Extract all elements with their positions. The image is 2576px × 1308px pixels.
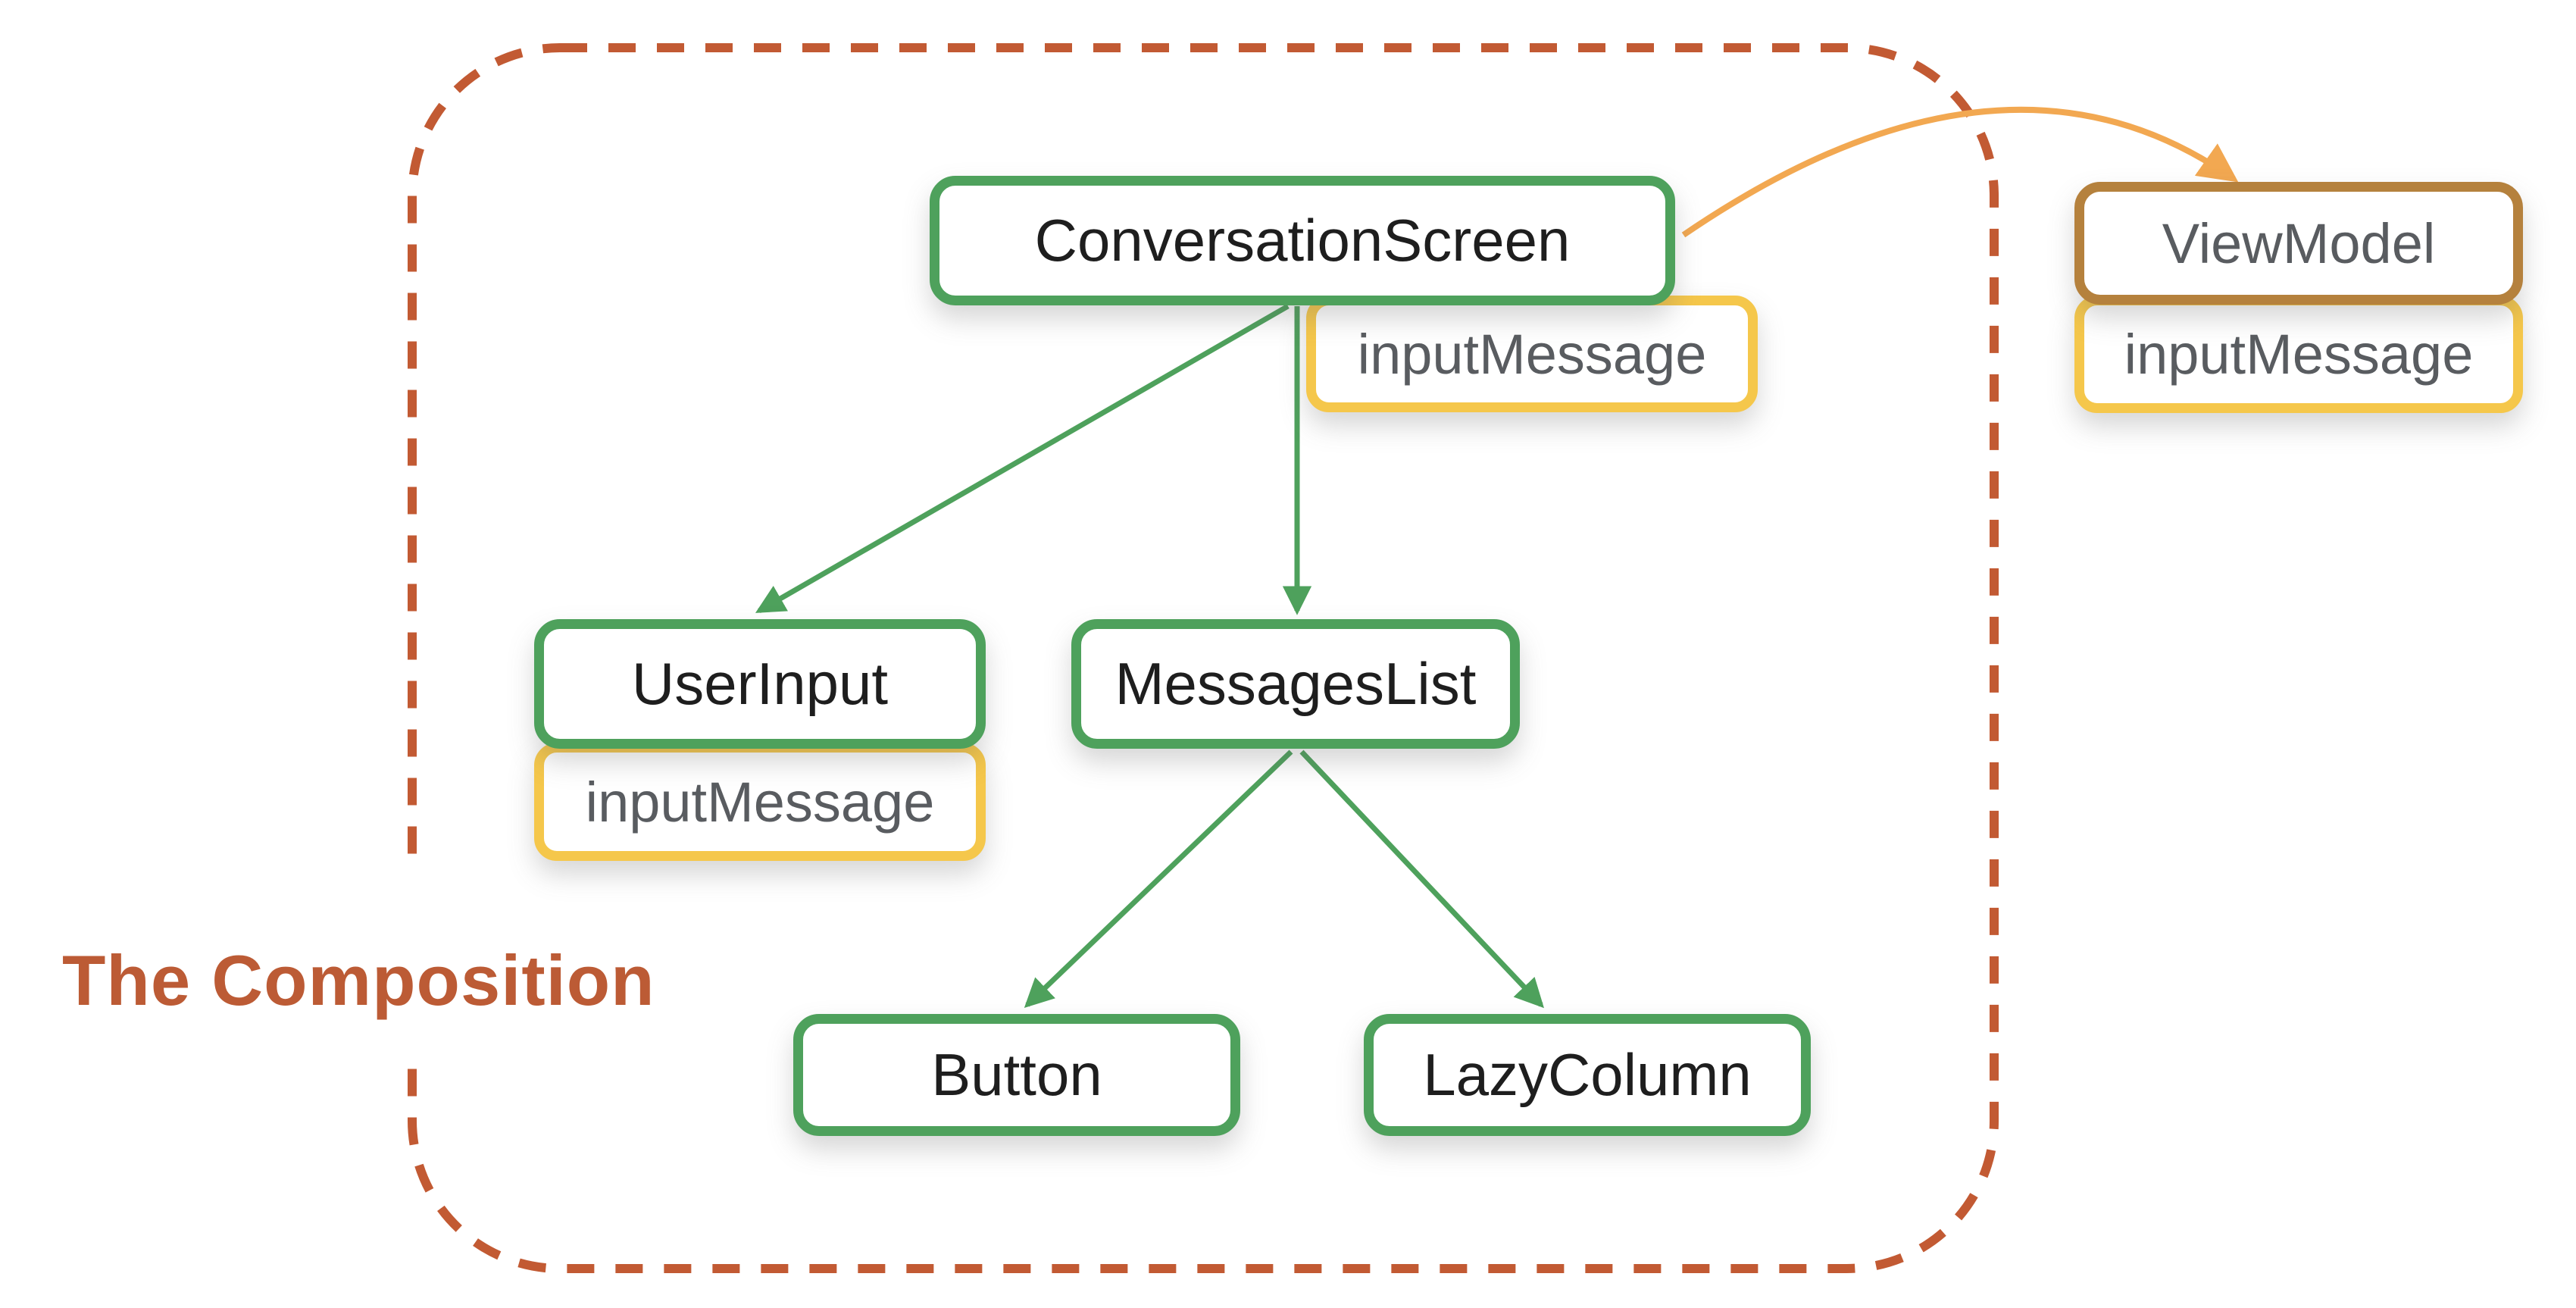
composition-title: The Composition [62,940,655,1020]
node-label: MessagesList [1114,650,1477,717]
node-label: ViewModel [2162,211,2436,275]
edge-messageslist-to-lazycolumn [1299,749,1544,1009]
state-conversation-screen-input-message: inputMessage [1306,296,1758,412]
state-label: inputMessage [585,770,935,834]
node-lazy-column: LazyColumn [1364,1014,1811,1136]
node-button: Button [793,1014,1240,1136]
node-messages-list: MessagesList [1071,619,1520,749]
state-view-model-input-message: inputMessage [2074,296,2523,413]
node-label: LazyColumn [1423,1041,1752,1108]
state-user-input-input-message: inputMessage [534,743,986,861]
node-label: ConversationScreen [1034,207,1571,274]
composition-boundary [408,43,1999,1273]
node-user-input: UserInput [534,619,986,749]
boundary-label-gap [356,871,492,1056]
state-label: inputMessage [1357,322,1707,386]
state-label: inputMessage [2124,323,2474,386]
edge-conversationscreen-to-userinput [755,303,1290,614]
node-label: UserInput [631,650,889,717]
node-label: Button [931,1041,1102,1108]
node-conversation-screen: ConversationScreen [930,176,1675,305]
edge-messageslist-to-button [1024,749,1293,1008]
state-hoisting-arrow [1681,106,2239,238]
node-view-model: ViewModel [2074,182,2523,305]
